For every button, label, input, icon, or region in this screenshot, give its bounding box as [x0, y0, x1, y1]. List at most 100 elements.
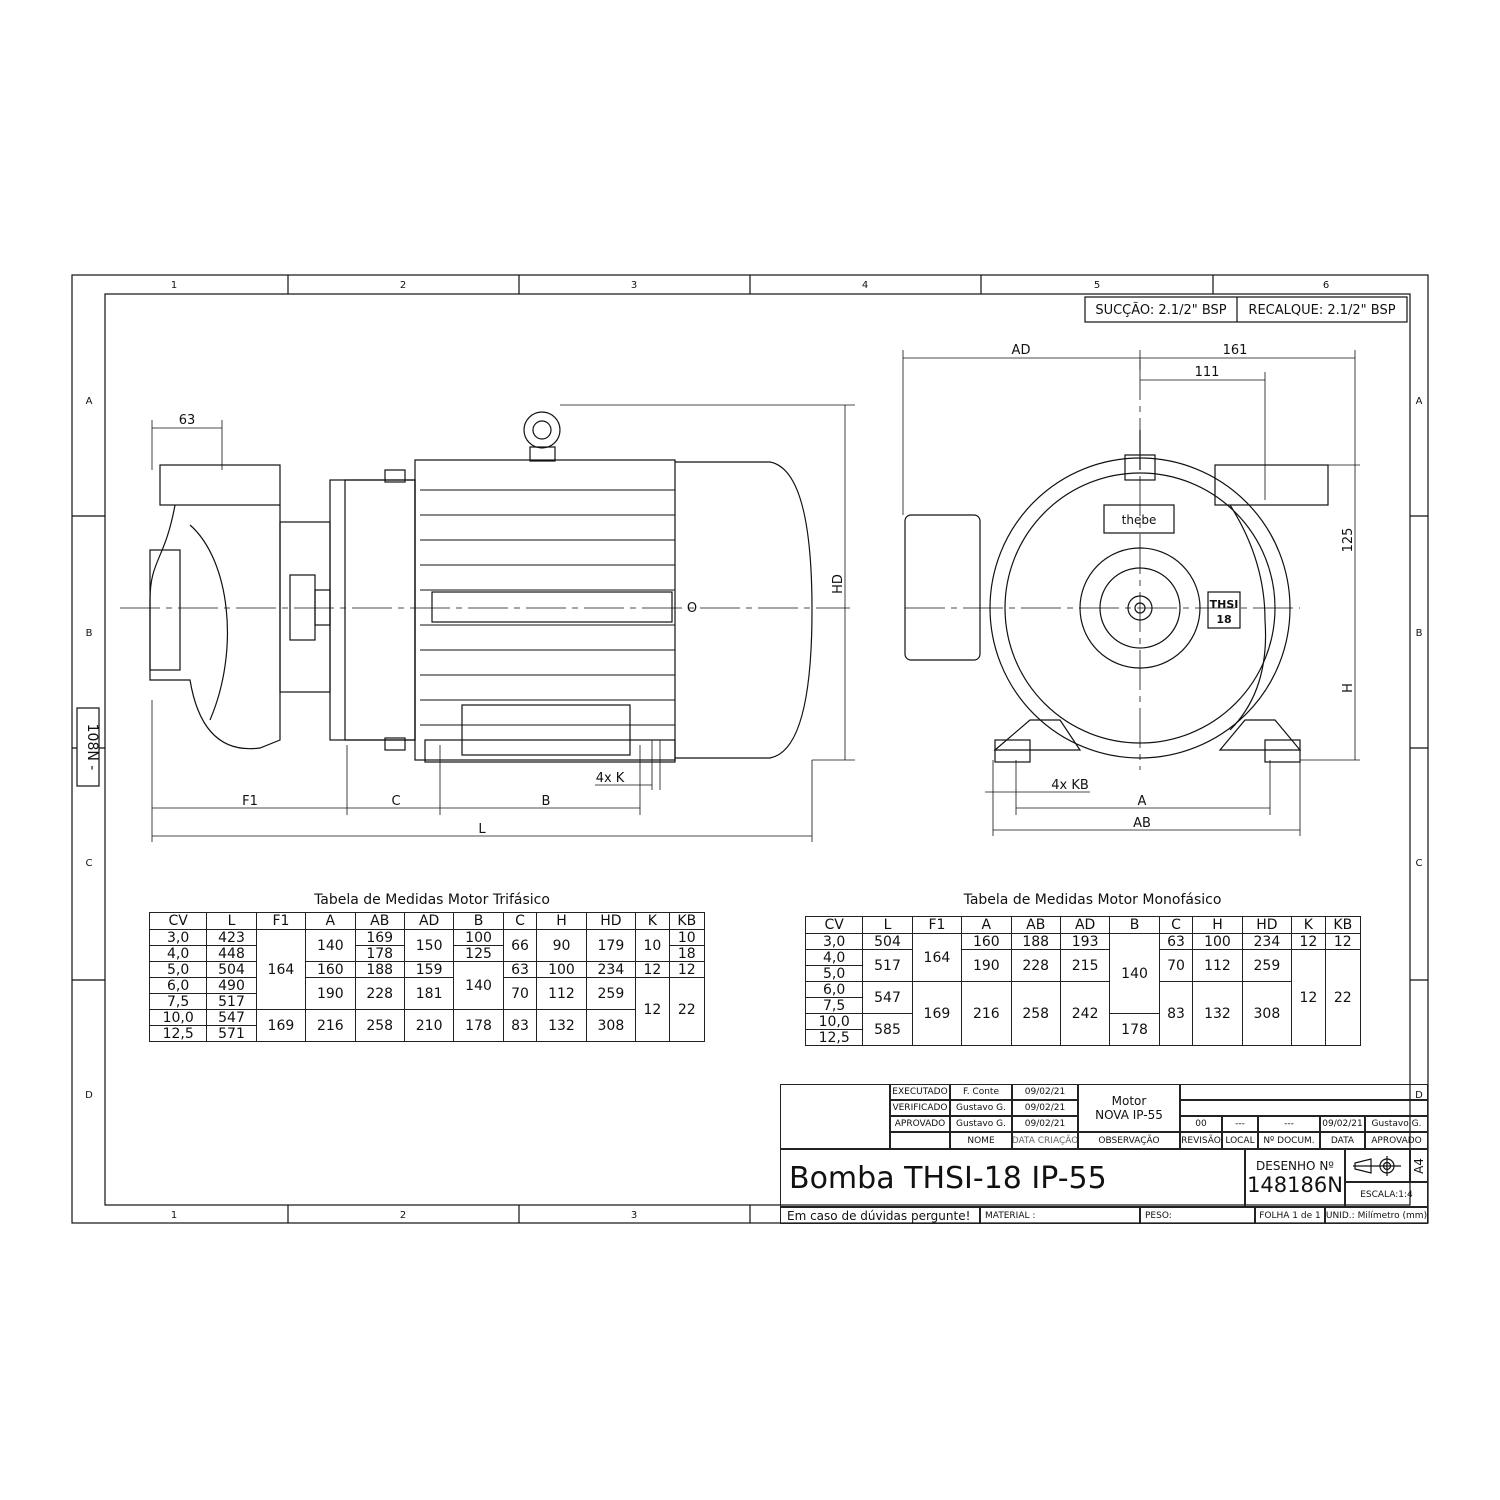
table-cell-l: 517: [206, 993, 257, 1010]
table-cell-ad: 215: [1059, 949, 1111, 982]
table-cell-l: 547: [206, 1009, 257, 1026]
table-cell-hd: 234: [585, 961, 637, 978]
table-cell-h: 112: [1192, 949, 1243, 982]
table-cell-l: 448: [206, 945, 257, 962]
table-cell-ab: 228: [354, 977, 405, 1010]
zone-col-5: 5: [1094, 280, 1100, 291]
side-view-dimensions: [151, 404, 855, 842]
zone-col-1: 1: [171, 280, 177, 291]
column-header: HD: [1241, 916, 1293, 934]
table-cell-cv: 6,0: [804, 981, 864, 998]
column-header: AB: [354, 912, 405, 930]
dim-a: A: [1138, 794, 1147, 809]
table-cell-l: 490: [206, 977, 257, 994]
column-header: F1: [911, 916, 963, 934]
name-executed: F. Conte: [950, 1084, 1012, 1100]
table-cell-kb: 10: [668, 929, 706, 946]
table-cell-ad: 242: [1059, 981, 1111, 1046]
dim-161: 161: [1223, 343, 1248, 358]
table-cell-k: 12: [635, 961, 670, 978]
table-cell-cv: 4,0: [804, 949, 864, 966]
table-cell-h: 132: [1192, 981, 1243, 1046]
brand-logo: thebe: [1122, 513, 1157, 527]
column-header: B: [1109, 916, 1160, 934]
table-cell-f1: 164: [911, 933, 963, 982]
pump-front-view: [904, 360, 1329, 770]
column-header: A: [961, 916, 1012, 934]
date-verified: 09/02/21: [1012, 1100, 1078, 1116]
dim-4xkb: 4x KB: [1051, 778, 1089, 793]
dim-111: 111: [1195, 365, 1220, 380]
table-cell-k: 12: [1291, 949, 1326, 1046]
table-cell-ad: 150: [403, 929, 455, 962]
front-view-dimensions: [902, 350, 1360, 836]
zone-row-a: A: [86, 396, 93, 407]
table-cell-b: 178: [453, 1009, 504, 1042]
table-cell-l: 504: [206, 961, 257, 978]
table-cell-b: 140: [1109, 933, 1160, 1014]
zone-col-4: 4: [862, 280, 868, 291]
sheet-size: A4: [1410, 1149, 1428, 1182]
table-cell-cv: 7,5: [148, 993, 208, 1010]
model-badge-line2: 18: [1216, 613, 1231, 626]
column-header: AB: [1010, 916, 1061, 934]
scale: ESCALA:1:4: [1345, 1182, 1428, 1207]
column-header: HD: [585, 912, 637, 930]
zone-col-2-bottom: 2: [400, 1210, 406, 1221]
table-cell-c: 70: [1158, 949, 1194, 982]
table-cell-cv: 7,5: [804, 997, 864, 1014]
table-cell-l: 504: [862, 933, 913, 950]
table-cell-cv: 5,0: [804, 965, 864, 982]
column-header: L: [206, 912, 257, 930]
projection-symbol-icon: [1345, 1149, 1410, 1182]
col-rev-date: DATA: [1320, 1132, 1365, 1149]
table-cell-ad: 181: [403, 977, 455, 1010]
table-cell-ab: 188: [354, 961, 405, 978]
table-cell-l: 585: [862, 1013, 913, 1046]
column-header: A: [305, 912, 356, 930]
table-cell-l: 571: [206, 1025, 257, 1042]
column-header: AD: [1059, 916, 1111, 934]
col-local: LOCAL: [1222, 1132, 1258, 1149]
table-cell-kb: 22: [1324, 949, 1362, 1046]
axis-mark: O: [687, 601, 697, 616]
dim-ab: AB: [1133, 816, 1151, 831]
discharge-spec: RECALQUE: 2.1/2" BSP: [1248, 303, 1395, 318]
table-title-three-phase: Tabela de Medidas Motor Trifásico: [314, 892, 550, 908]
table-cell-h: 100: [1192, 933, 1243, 950]
help-note: Em caso de dúvidas pergunte!: [780, 1207, 980, 1224]
observation-line1: Motor: [1111, 1094, 1147, 1108]
column-header: H: [536, 912, 587, 930]
table-cell-a: 216: [305, 1009, 356, 1042]
column-header: KB: [1324, 916, 1362, 934]
table-cell-f1: 164: [255, 929, 307, 1010]
date-executed: 09/02/21: [1012, 1084, 1078, 1100]
rev-doc: ---: [1258, 1116, 1320, 1132]
zone-col-3: 3: [631, 280, 637, 291]
table-cell-cv: 10,0: [804, 1013, 864, 1030]
units: UNID.: Milímetro (mm): [1325, 1207, 1428, 1224]
rev-approved: Gustavo G.: [1365, 1116, 1428, 1132]
table-cell-c: 63: [502, 961, 538, 978]
table-cell-ab: 188: [1010, 933, 1061, 950]
table-cell-ab: 178: [354, 945, 405, 962]
table-cell-hd: 179: [585, 929, 637, 962]
name-verified: Gustavo G.: [950, 1100, 1012, 1116]
table-cell-hd: 308: [1241, 981, 1293, 1046]
table-row: 7,5: [804, 997, 1361, 1014]
col-rev-approved: APROVADO: [1365, 1132, 1428, 1149]
dim-f1: F1: [242, 794, 258, 809]
table-cell-cv: 5,0: [148, 961, 208, 978]
side-code: 108N -: [84, 724, 100, 771]
zone-col-2: 2: [400, 280, 406, 291]
table-cell-cv: 12,5: [804, 1029, 864, 1046]
